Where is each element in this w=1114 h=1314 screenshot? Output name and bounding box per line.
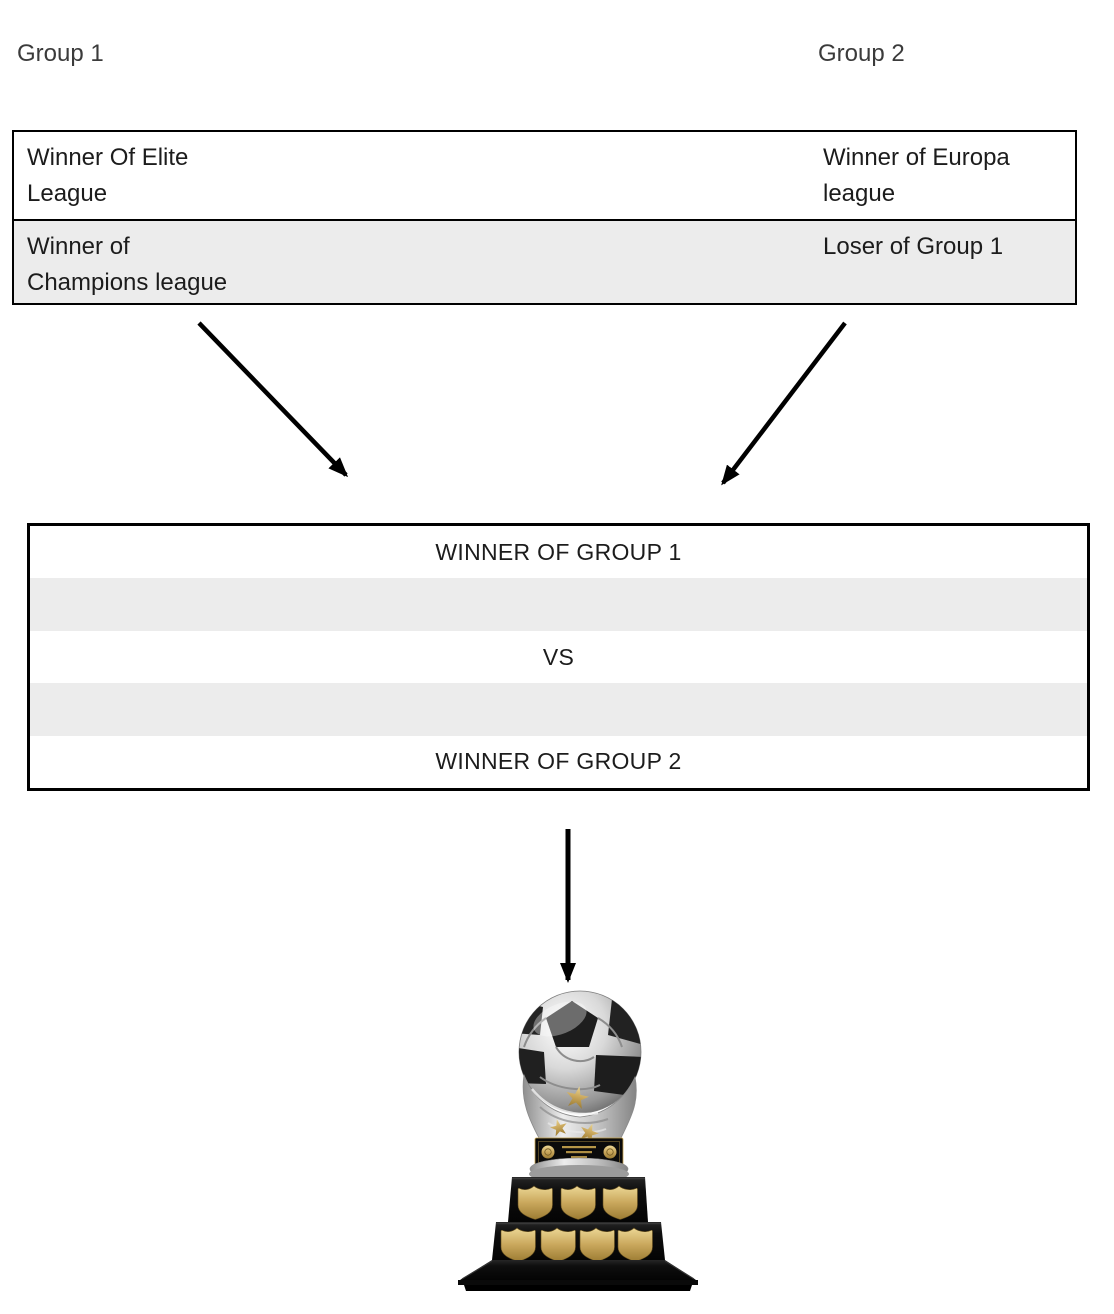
group2-seed-1-line1: Winner of Europa (823, 144, 1010, 171)
final-row-spacer-2 (30, 683, 1087, 736)
group1-heading: Group 1 (17, 40, 104, 67)
groups-table-row-2: Winner of Champions league Loser of Grou… (14, 219, 1075, 303)
group1-seed-1-line1: Winner Of Elite (27, 144, 189, 171)
group1-seed-2-line2: Champions league (27, 269, 228, 296)
final-row-vs: VS (542, 643, 575, 670)
group1-seed-1: Winner Of Elite League (27, 140, 188, 212)
final-row-winner-group1: WINNER OF GROUP 1 (435, 538, 682, 565)
groups-table-row-1: Winner Of Elite League Winner of Europa … (14, 132, 1075, 219)
final-match-table: WINNER OF GROUP 1 VS WINNER OF GROUP 2 (27, 523, 1090, 791)
group2-seed-1: Winner of Europa league (823, 140, 1010, 212)
final-row-spacer-1 (30, 578, 1087, 631)
group1-seed-1-line2: League (27, 180, 108, 207)
trophy-container (440, 985, 716, 1295)
group2-seed-1-line2: league (823, 180, 896, 207)
group1-to-final-arrow-icon (197, 321, 349, 478)
group1-seed-2: Winner of Champions league (27, 229, 227, 301)
final-row-winner-group2: WINNER OF GROUP 2 (435, 748, 682, 775)
group2-heading: Group 2 (818, 40, 905, 67)
group2-seed-2-line1: Loser of Group 1 (823, 233, 1004, 260)
group2-seed-2: Loser of Group 1 (823, 229, 1003, 265)
groups-table: Winner Of Elite League Winner of Europa … (12, 130, 1077, 305)
group2-to-final-arrow-icon (721, 321, 847, 486)
group1-seed-2-line1: Winner of (27, 233, 130, 260)
soccer-ball-trophy-icon (458, 990, 698, 1291)
